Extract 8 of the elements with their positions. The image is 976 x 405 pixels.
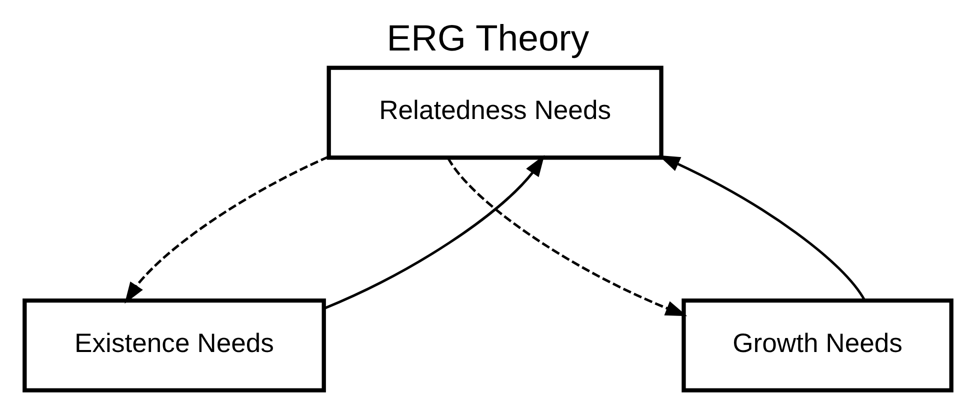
arrow bbox=[658, 155, 866, 302]
arrow bbox=[323, 154, 544, 310]
node-box: Existence Needs bbox=[22, 298, 326, 392]
diagram-title: ERG Theory bbox=[386, 18, 590, 59]
arrow bbox=[124, 156, 330, 304]
node-box: Growth Needs bbox=[682, 298, 954, 392]
arrow bbox=[447, 157, 688, 316]
node-box: Relatedness Needs bbox=[326, 66, 664, 160]
